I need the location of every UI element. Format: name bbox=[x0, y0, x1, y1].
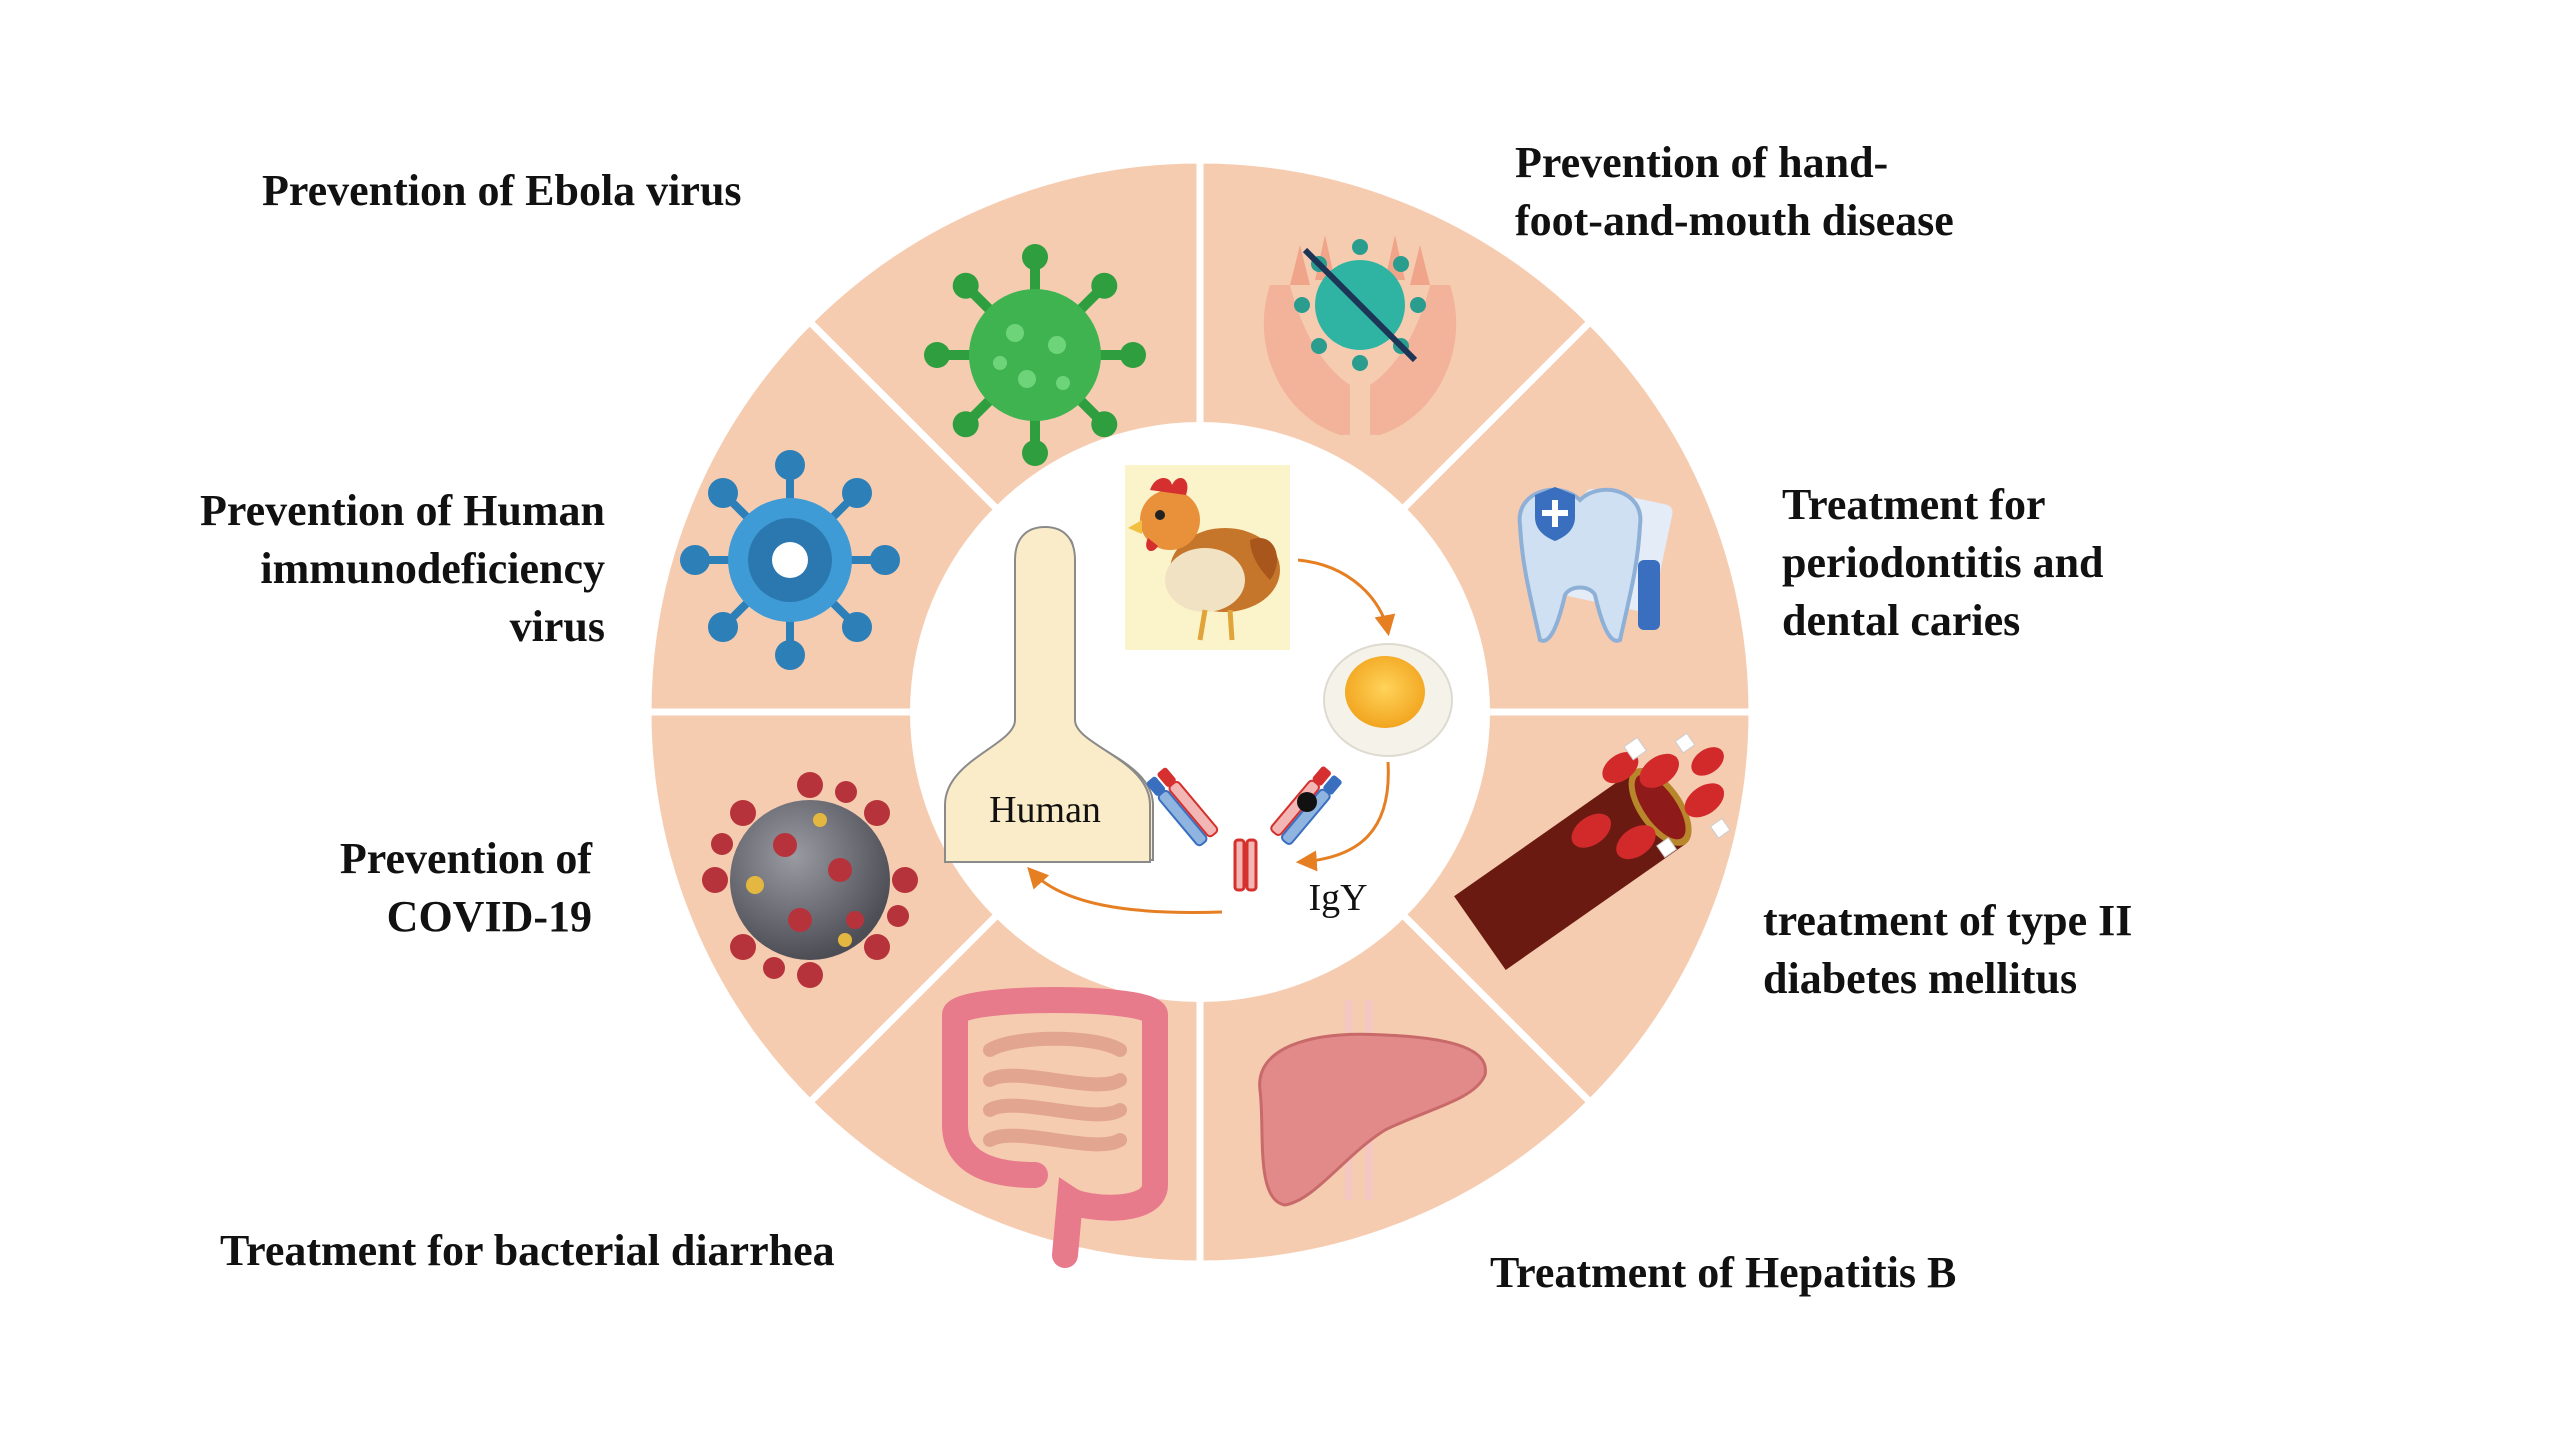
tooth-icon bbox=[1517, 487, 1673, 643]
blue-virus-icon bbox=[680, 450, 900, 670]
chicken-to-egg-arrow bbox=[1297, 558, 1396, 637]
egg-yolk-icon bbox=[1323, 643, 1453, 757]
human-silhouette bbox=[944, 525, 1154, 863]
label-hiv: Prevention of Human immunodeficiency vir… bbox=[200, 486, 605, 651]
human-label: Human bbox=[989, 789, 1101, 831]
label-bacterial-diarrhea: Treatment for bacterial diarrhea bbox=[220, 1226, 835, 1275]
igy-label: IgY bbox=[1308, 877, 1367, 919]
coronavirus-icon bbox=[702, 772, 918, 988]
label-ebola: Prevention of Ebola virus bbox=[262, 166, 742, 215]
label-diabetes: treatment of type II diabetes mellitus bbox=[1763, 896, 2133, 1003]
label-periodontitis: Treatment for periodontitis and dental c… bbox=[1782, 480, 2104, 645]
green-virus-icon bbox=[924, 244, 1146, 466]
intestine-icon bbox=[942, 987, 1168, 1268]
hands-virus-icon bbox=[1263, 235, 1457, 435]
igy-to-human-arrow bbox=[1027, 866, 1223, 914]
blood-vessel-sugar-icon bbox=[1454, 732, 1731, 970]
liver-icon bbox=[1258, 1000, 1487, 1207]
label-covid: Prevention of COVID-19 bbox=[339, 834, 592, 941]
label-hepatitis-b: Treatment of Hepatitis B bbox=[1490, 1248, 1957, 1297]
chicken-icon bbox=[1125, 465, 1290, 650]
label-hand-foot-mouth: Prevention of hand- foot-and-mouth disea… bbox=[1515, 138, 1954, 245]
igy-antibody-icon bbox=[1146, 766, 1342, 892]
egg-to-igy-arrow bbox=[1295, 761, 1390, 872]
